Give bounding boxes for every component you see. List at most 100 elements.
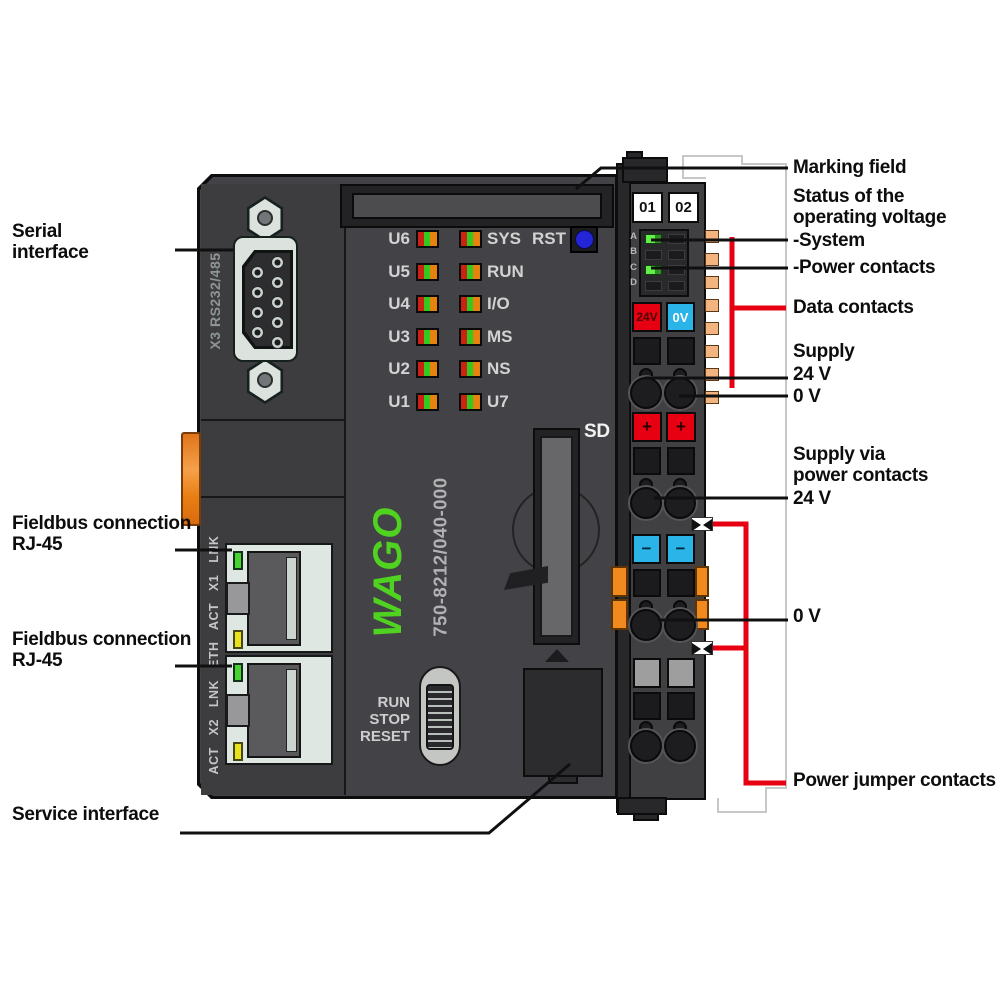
terminal-0v-text: 0V bbox=[672, 309, 689, 325]
rj45-2-act-led bbox=[233, 742, 243, 761]
clamp-opening bbox=[633, 447, 661, 475]
terminal-marking-01: 01 bbox=[632, 192, 663, 223]
label-supply-0v: 0 V bbox=[793, 386, 821, 407]
mode-switch-label-stop: STOP bbox=[369, 711, 410, 728]
terminal-led bbox=[668, 234, 685, 244]
label-fieldbus-1: Fieldbus connection RJ-45 bbox=[12, 513, 191, 555]
mode-switch-label-reset: RESET bbox=[359, 728, 410, 745]
led-label-u7: U7 bbox=[487, 392, 509, 411]
terminal-gray-field bbox=[667, 658, 695, 688]
label-supply-via: Supply via power contacts bbox=[793, 444, 928, 486]
terminal-led bbox=[668, 281, 685, 291]
terminal-top-tab bbox=[622, 157, 668, 183]
terminal-plus-field: + bbox=[632, 412, 662, 442]
label-data-contacts: Data contacts bbox=[793, 297, 914, 318]
led-u1 bbox=[416, 393, 439, 411]
dsub-pin bbox=[271, 336, 284, 349]
data-contact bbox=[705, 253, 719, 266]
marking-02-text: 02 bbox=[675, 199, 692, 216]
label-supply-24v: 24 V bbox=[793, 364, 831, 385]
sd-pointer-triangle bbox=[545, 649, 569, 662]
led-label-run: RUN bbox=[487, 262, 524, 281]
data-contact bbox=[705, 368, 719, 381]
clamp-opening bbox=[667, 692, 695, 720]
service-interface-tab bbox=[548, 775, 578, 784]
locking-tab bbox=[695, 599, 709, 630]
label-supply: Supply bbox=[793, 341, 855, 362]
reset-label: RST bbox=[532, 229, 566, 248]
terminal-led-letter-c: C bbox=[630, 262, 637, 273]
led-label-u4: U4 bbox=[388, 294, 410, 313]
rj45-2-tab bbox=[226, 694, 250, 727]
mode-switch-labels: RUN STOP RESET bbox=[328, 694, 410, 745]
rj45-1-slot bbox=[286, 557, 297, 640]
terminal-plus-field: + bbox=[666, 412, 696, 442]
serial-screw-bottom bbox=[257, 372, 273, 388]
power-contact-24v-wire-port bbox=[663, 478, 697, 520]
reset-button bbox=[575, 230, 594, 249]
dsub-pin bbox=[251, 266, 264, 279]
terminal-bottom-notch bbox=[633, 813, 659, 821]
terminal-0v-wire-port-2 bbox=[629, 600, 663, 642]
label-line: power contacts bbox=[793, 465, 929, 486]
marking-01-text: 01 bbox=[639, 199, 656, 216]
clamp-opening bbox=[667, 447, 695, 475]
data-contact bbox=[705, 322, 719, 335]
dsub-pin bbox=[271, 276, 284, 289]
clamp-opening bbox=[633, 692, 661, 720]
led-ms bbox=[459, 328, 482, 346]
data-contact bbox=[705, 276, 719, 289]
label-line: interface bbox=[12, 242, 89, 263]
power-jumper-bracket bbox=[713, 521, 786, 786]
power-contact-24v-wire-port bbox=[629, 478, 663, 520]
label-line: RJ-45 bbox=[12, 650, 63, 671]
led-label-u2: U2 bbox=[388, 359, 410, 378]
minus-text: − bbox=[675, 539, 686, 558]
rj45-1-tab bbox=[226, 582, 250, 615]
terminal-led bbox=[668, 265, 685, 275]
dsub-pin bbox=[251, 286, 264, 299]
rj45-2-link-led bbox=[233, 663, 243, 682]
led-u3 bbox=[416, 328, 439, 346]
led-u5 bbox=[416, 263, 439, 281]
label-line: Fieldbus connection bbox=[12, 629, 192, 650]
dsub-pin bbox=[251, 326, 264, 339]
mode-switch-slider bbox=[426, 684, 454, 750]
service-interface-cover bbox=[523, 668, 603, 777]
terminal-led-letter-a: A bbox=[630, 231, 637, 242]
mode-switch-label-run: RUN bbox=[377, 694, 411, 711]
label-fieldbus-2: Fieldbus connection RJ-45 bbox=[12, 629, 191, 671]
led-u2 bbox=[416, 360, 439, 378]
label-line: Fieldbus connection bbox=[12, 513, 192, 534]
terminal-24v-text: 24V bbox=[636, 310, 658, 324]
label-line: Supply via bbox=[793, 444, 886, 465]
led-ns bbox=[459, 360, 482, 378]
plus-text: + bbox=[676, 417, 686, 436]
locking-tab bbox=[611, 566, 628, 597]
rj45-1-act-led bbox=[233, 630, 243, 649]
data-contact bbox=[705, 345, 719, 358]
led-label-ns: NS bbox=[487, 359, 511, 378]
terminal-0v-wire-port bbox=[663, 368, 697, 410]
led-u4 bbox=[416, 295, 439, 313]
jumper-contact-icon bbox=[691, 641, 713, 655]
terminal-minus-field: − bbox=[666, 534, 695, 564]
terminal-gray-field bbox=[633, 658, 661, 688]
serial-port-label: X3 RS232/485 bbox=[207, 252, 223, 350]
led-u7 bbox=[459, 393, 482, 411]
plus-text: + bbox=[642, 417, 652, 436]
terminal-led-letter-b: B bbox=[630, 246, 637, 257]
label-0v: 0 V bbox=[793, 606, 821, 627]
label-line: operating voltage bbox=[793, 207, 947, 228]
locking-tab bbox=[695, 566, 709, 597]
label-line: Serial bbox=[12, 221, 62, 242]
terminal-wire-port bbox=[663, 721, 697, 763]
led-label-u3: U3 bbox=[388, 327, 410, 346]
terminal-led bbox=[668, 250, 685, 260]
dsub-pin bbox=[271, 256, 284, 269]
jumper-contact-icon bbox=[691, 517, 713, 531]
terminal-top-notch bbox=[626, 151, 643, 159]
clamp-opening bbox=[667, 337, 695, 365]
label-supply-via-24v: 24 V bbox=[793, 488, 831, 509]
